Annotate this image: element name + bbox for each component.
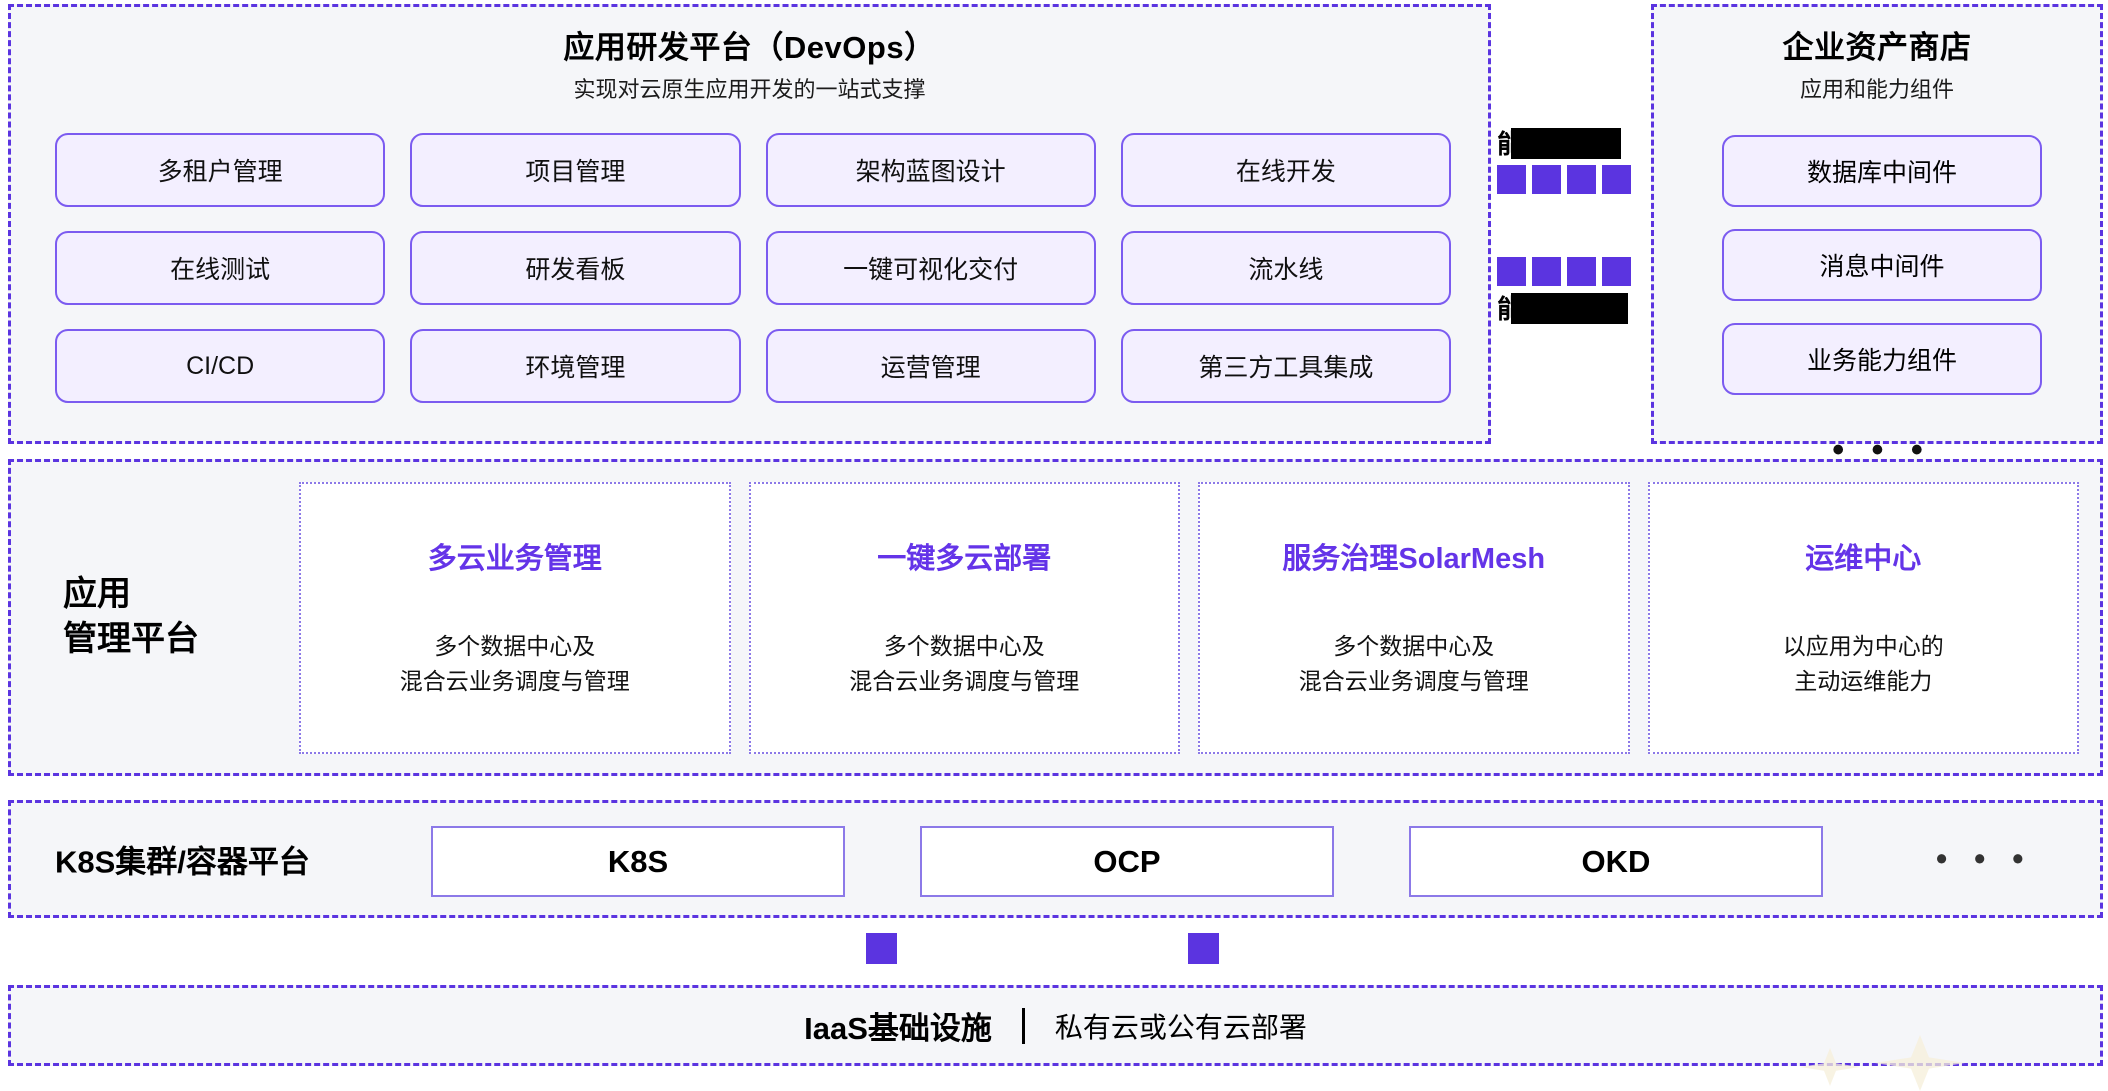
devops-pill[interactable]: 运营管理	[765, 329, 1096, 403]
devops-pill[interactable]: 环境管理	[410, 329, 741, 403]
connector-group-top: 能	[1497, 128, 1645, 194]
k8s-band: K8S集群/容器平台 K8S OCP OKD • • •	[8, 800, 2103, 918]
card-title: 多云业务管理	[427, 543, 602, 575]
card-description: 多个数据中心及 混合云业务调度与管理	[399, 632, 630, 695]
card-description: 以应用为中心的 主动运维能力	[1782, 632, 1944, 695]
connector-square	[1567, 165, 1596, 194]
devops-title: 应用研发平台（DevOps）	[563, 30, 936, 65]
devops-panel: 应用研发平台（DevOps） 实现对云原生应用开发的一站式支撑 多租户管理 项目…	[8, 4, 1491, 444]
store-item[interactable]: 消息中间件	[1722, 229, 2042, 301]
connector-label-char: 能	[1497, 128, 1524, 159]
connector-group-bottom: 能	[1497, 257, 1645, 324]
store-item[interactable]: 业务能力组件	[1722, 323, 2042, 395]
devops-pill[interactable]: 一键可视化交付	[765, 231, 1096, 305]
k8s-box[interactable]: K8S	[431, 826, 845, 897]
store-item-list: 数据库中间件 消息中间件 业务能力组件 • • •	[1722, 135, 2042, 467]
devops-pill[interactable]: 研发看板	[410, 231, 741, 305]
card-description: 多个数据中心及 混合云业务调度与管理	[1298, 632, 1529, 695]
app-management-card[interactable]: 运维中心 以应用为中心的 主动运维能力	[1647, 482, 2079, 754]
connector-square	[1602, 257, 1631, 286]
card-title: 服务治理SolarMesh	[1282, 543, 1546, 575]
store-subtitle: 应用和能力组件	[1799, 77, 1954, 103]
k8s-box[interactable]: OKD	[1409, 826, 1823, 897]
devops-pill[interactable]: 流水线	[1120, 231, 1451, 305]
devops-pill[interactable]: 在线开发	[1120, 133, 1451, 207]
connector-column: 能 能	[1497, 4, 1645, 444]
connector-square	[1497, 165, 1526, 194]
connector-label-bottom: 能	[1497, 293, 1645, 324]
asset-store-panel: 企业资产商店 应用和能力组件 数据库中间件 消息中间件 业务能力组件 • • •	[1651, 4, 2103, 467]
k8s-box[interactable]: OCP	[920, 826, 1334, 897]
devops-pill[interactable]: 架构蓝图设计	[765, 133, 1096, 207]
connector-square	[1497, 257, 1526, 286]
card-title: 一键多云部署	[877, 543, 1052, 575]
devops-pill[interactable]: 项目管理	[410, 133, 741, 207]
iaas-divider	[1021, 1007, 1025, 1044]
devops-pill[interactable]: 第三方工具集成	[1120, 329, 1451, 403]
iaas-subtitle: 私有云或公有云部署	[1054, 1011, 1307, 1043]
store-title: 企业资产商店	[1782, 30, 1972, 65]
k8s-band-label: K8S集群/容器平台	[55, 844, 310, 880]
iaas-content: IaaS基础设施 私有云或公有云部署	[11, 988, 2100, 1063]
k8s-box-list: K8S OCP OKD	[431, 826, 1823, 897]
store-item[interactable]: 数据库中间件	[1722, 135, 2042, 207]
connector-label-char: 能	[1497, 293, 1524, 324]
connector-squares-bottom	[1497, 257, 1645, 286]
devops-capability-grid: 多租户管理 项目管理 架构蓝图设计 在线开发 在线测试 研发看板 一键可视化交付…	[55, 133, 1451, 403]
connector-square	[1602, 165, 1631, 194]
connector-square	[1532, 257, 1561, 286]
app-management-band: 应用 管理平台 多云业务管理 多个数据中心及 混合云业务调度与管理 一键多云部署…	[8, 459, 2103, 776]
devops-subtitle: 实现对云原生应用开发的一站式支撑	[573, 77, 926, 103]
app-management-card[interactable]: 一键多云部署 多个数据中心及 混合云业务调度与管理	[748, 482, 1180, 754]
card-description: 多个数据中心及 混合云业务调度与管理	[849, 632, 1080, 695]
k8s-more-ellipsis: • • •	[1936, 840, 2033, 877]
connector-square	[1532, 165, 1561, 194]
devops-pill[interactable]: 多租户管理	[55, 133, 386, 207]
connector-label-top: 能	[1497, 128, 1645, 159]
app-management-card[interactable]: 多云业务管理 多个数据中心及 混合云业务调度与管理	[299, 482, 731, 754]
iaas-band: IaaS基础设施 私有云或公有云部署	[8, 985, 2103, 1066]
card-title: 运维中心	[1805, 543, 1922, 575]
k8s-iaas-connector-square	[1188, 933, 1219, 964]
connector-square	[1567, 257, 1596, 286]
app-management-label: 应用 管理平台	[63, 574, 199, 659]
app-management-card-list: 多云业务管理 多个数据中心及 混合云业务调度与管理 一键多云部署 多个数据中心及…	[299, 482, 2079, 754]
app-management-card[interactable]: 服务治理SolarMesh 多个数据中心及 混合云业务调度与管理	[1198, 482, 1630, 754]
devops-pill[interactable]: CI/CD	[55, 329, 386, 403]
redaction-bar	[1511, 293, 1628, 324]
devops-pill[interactable]: 在线测试	[55, 231, 386, 305]
connector-squares-top	[1497, 165, 1645, 194]
iaas-title: IaaS基础设施	[804, 1011, 992, 1046]
redaction-bar	[1511, 128, 1621, 159]
k8s-iaas-connector-square	[866, 933, 897, 964]
